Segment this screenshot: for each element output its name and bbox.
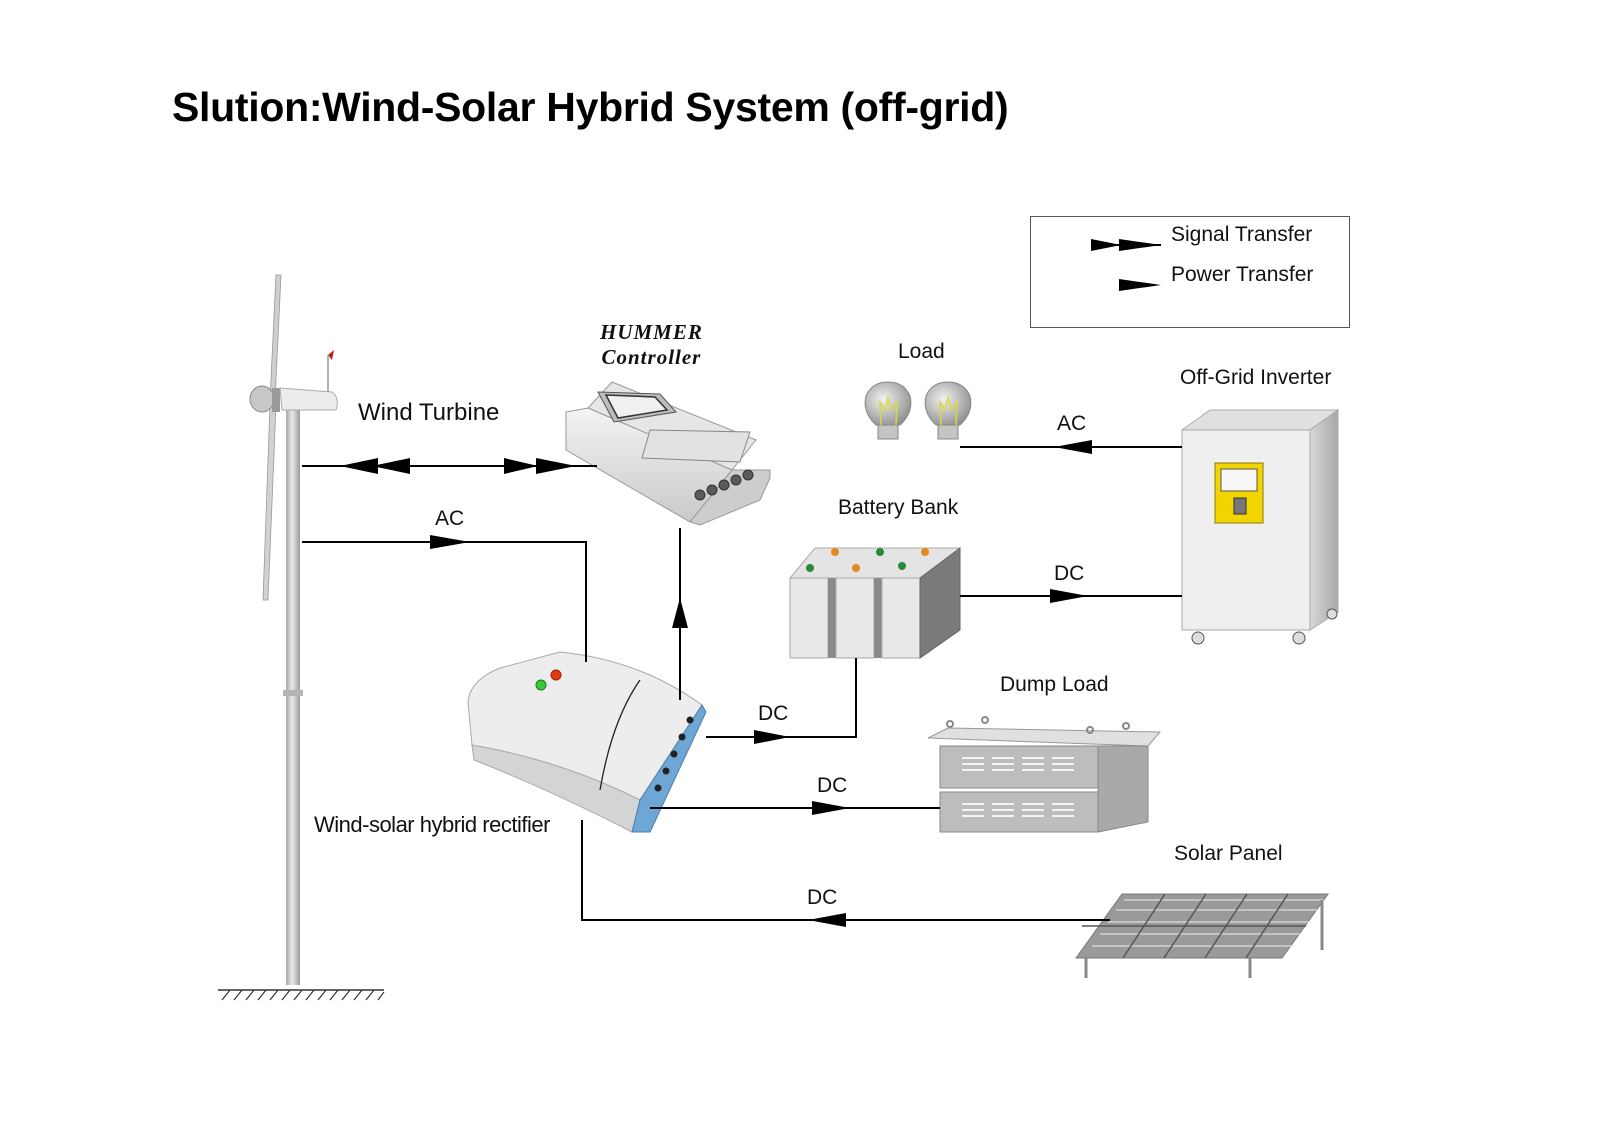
battery-bank-icon [788,547,962,659]
signal-transfer-symbol-icon [1091,239,1161,251]
connection-label-ac-turbine: AC [435,507,465,530]
off-grid-inverter-icon [1180,409,1340,645]
controller-name: HUMMER [600,320,703,344]
connection-label-dc-battery: DC [758,702,789,725]
hummer-controller-icon [565,381,771,526]
load-bulb-icon [924,381,972,440]
off-grid-inverter-label: Off-Grid Inverter [1180,366,1332,389]
solar-panel-icon [1075,893,1329,978]
hummer-controller-label: HUMMER Controller [600,320,703,370]
wind-turbine-label: Wind Turbine [358,399,500,426]
diagram-title: Slution:Wind-Solar Hybrid System (off-gr… [172,84,1009,130]
power-arrow-dc-inverter-icon [1050,589,1088,603]
legend-power-transfer-label: Power Transfer [1171,263,1314,286]
solar-panel-label: Solar Panel [1174,842,1283,865]
connection-label-dc-dump: DC [817,774,848,797]
power-arrow-ac-right-icon [430,535,470,549]
signal-arrow-left-icon [340,458,410,474]
rectifier-label: Wind-solar hybrid rectifier [314,812,550,837]
controller-type: Controller [601,345,702,369]
wind-turbine-icon [218,274,385,1001]
dump-load-label: Dump Load [1000,673,1109,696]
connection-label-dc-solar: DC [807,886,838,909]
legend-signal-transfer-label: Signal Transfer [1171,223,1313,246]
load-bulb-icon [864,381,912,440]
dump-load-icon [927,716,1162,833]
power-transfer-symbol-icon [1119,279,1161,291]
connection-label-ac-load: AC [1057,412,1087,435]
legend-symbols [1091,239,1161,291]
power-arrow-dc-battery-icon [754,730,790,744]
legend-box: Signal Transfer Power Transfer [1030,216,1350,328]
power-arrow-dc-dump-icon [812,801,850,815]
signal-arrow-right-icon [504,458,576,474]
power-arrow-up-icon [672,598,688,628]
power-arrow-ac-load-icon [1054,440,1092,454]
power-arrow-dc-solar-icon [808,913,846,927]
wind-solar-hybrid-rectifier-icon [467,651,707,833]
connection-label-dc-inverter: DC [1054,562,1085,585]
battery-bank-label: Battery Bank [838,496,959,519]
load-label: Load [898,340,945,363]
